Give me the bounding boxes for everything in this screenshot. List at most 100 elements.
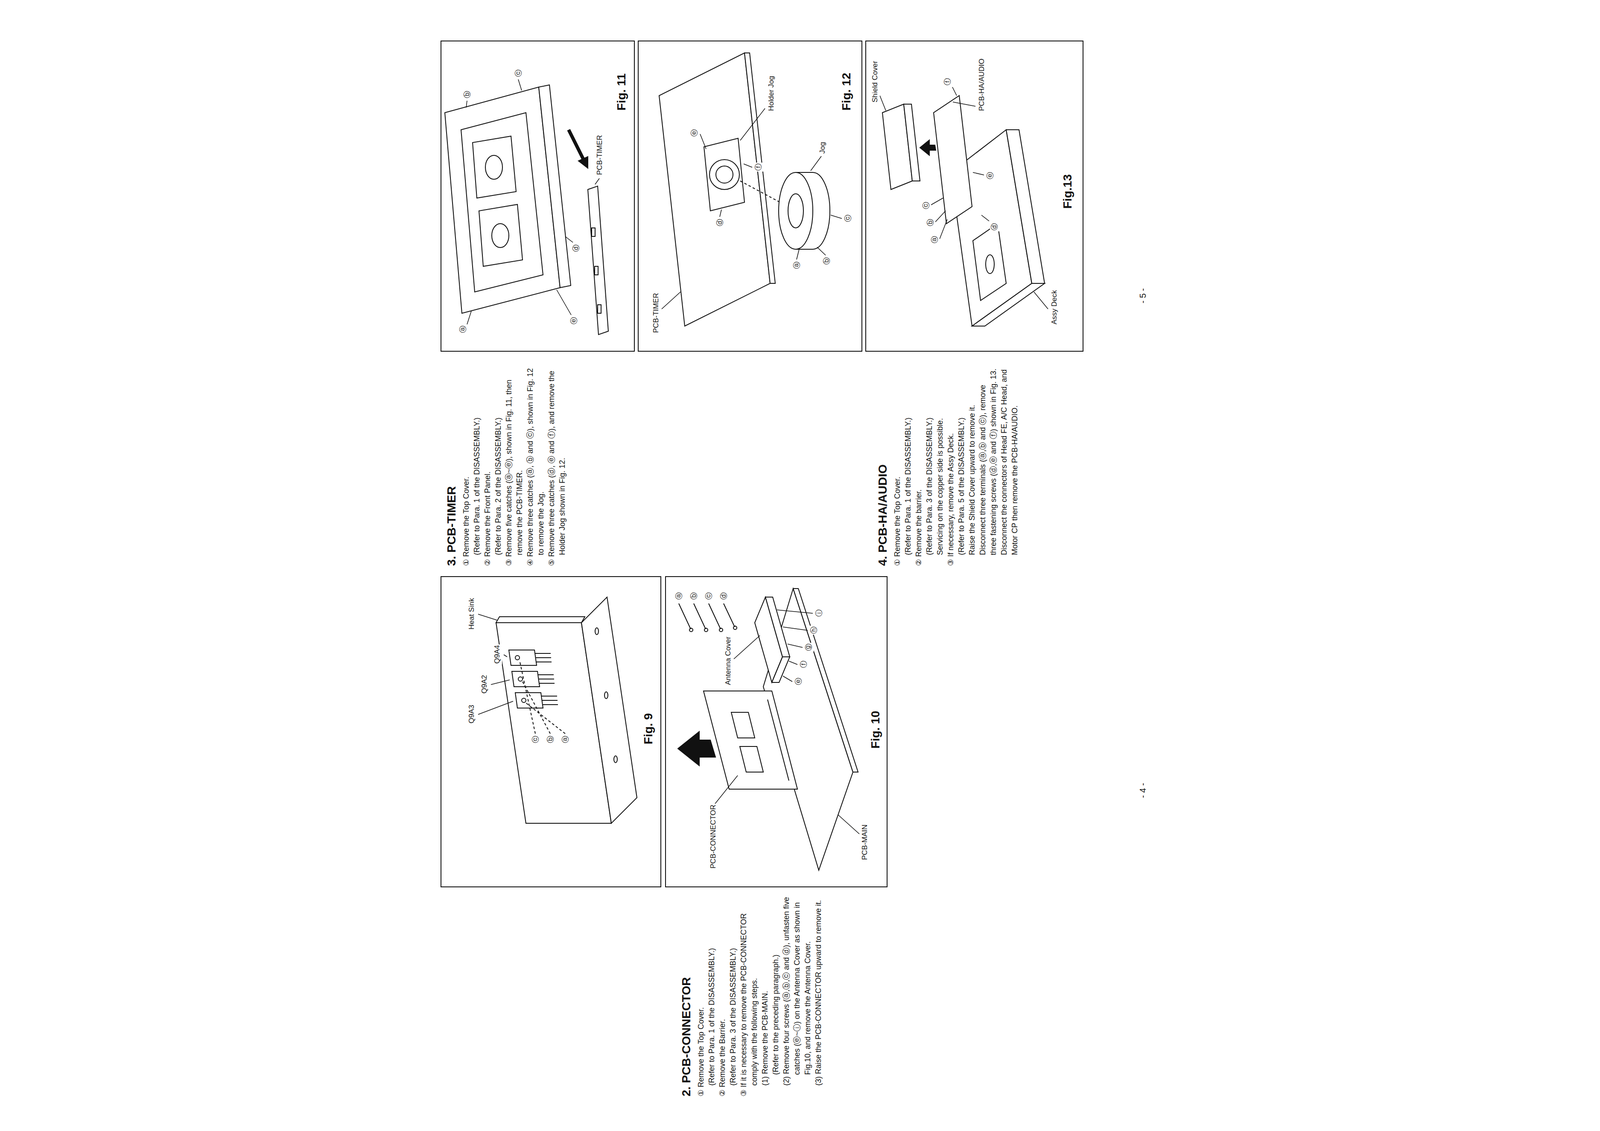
step-text: (Refer to Para. 3 of the DISASSEMBLY.) — [727, 891, 739, 1097]
line-art — [703, 691, 798, 790]
line-art — [733, 626, 737, 630]
callout-letter: ⓒ — [513, 68, 524, 78]
line-art — [604, 691, 608, 699]
callout-letter: ⓕ — [753, 162, 764, 172]
line-art — [708, 603, 721, 630]
callout-letter: ⓕ — [943, 77, 953, 87]
part-label: Antenna Cover — [723, 636, 733, 687]
line-art — [485, 155, 503, 180]
callout-letter: ⓕ — [799, 659, 809, 669]
figure-frame: Fig. 11ⓐⓑⓒⓓⓔPCB-TIMER — [440, 40, 635, 352]
step-text: ① Remove the Top Cover. — [695, 891, 707, 1097]
line-art — [765, 597, 790, 657]
line-art — [1006, 129, 1045, 284]
callout-letter: ⓗ — [809, 625, 819, 635]
line-art — [677, 731, 716, 766]
line-art — [743, 163, 753, 168]
part-label: Heat Sink — [467, 597, 477, 631]
step-text: ③ If it is necessary to remove the PCB-C… — [738, 891, 760, 1097]
callout-letter: ⓑ — [545, 735, 556, 745]
line-art — [796, 249, 800, 260]
line-art — [981, 215, 990, 222]
line-art — [778, 172, 813, 250]
callout-letter: ⓑ — [689, 591, 699, 601]
part-label: Q9A2 — [479, 674, 490, 695]
line-art — [594, 266, 599, 275]
line-art — [478, 701, 514, 715]
line-art — [496, 616, 585, 623]
figure-frame: Fig. 9Q9A3Q9A2Q9A4Heat Sinkⓐⓑⓒ — [440, 576, 662, 888]
line-art — [538, 84, 571, 288]
part-label: Assy Deck — [1049, 289, 1060, 326]
line-art — [461, 112, 544, 292]
line-art — [519, 660, 536, 734]
line-art — [810, 156, 822, 171]
callout-letter: ⓑ — [925, 218, 936, 228]
line-art — [723, 603, 735, 628]
line-art — [703, 138, 745, 211]
callout-letter: ⓒ — [704, 591, 714, 601]
step-text: ③ Remove five catches (ⓐ~ⓔ), shown in Fi… — [503, 365, 526, 567]
callout-letter: ⓓ — [715, 218, 725, 228]
timer-figure — [444, 79, 609, 335]
line-art — [542, 700, 558, 701]
line-art — [521, 698, 526, 703]
line-art — [767, 699, 789, 781]
callout-letter: ⓐ — [792, 260, 802, 270]
step-text: (1) Remove the PCB-MAIN. — [759, 891, 771, 1097]
step-text: ① Remove the Top Cover. — [461, 365, 472, 567]
line-art — [715, 166, 733, 184]
line-art — [719, 209, 722, 217]
line-art — [693, 603, 706, 630]
line-art — [931, 198, 944, 205]
step-text: ④ Remove three catches (ⓐ, ⓑ and ⓒ), sho… — [525, 365, 547, 567]
line-art — [597, 304, 602, 314]
step-text: ① Remove the Top Cover. — [892, 365, 903, 567]
line-art — [788, 661, 798, 665]
text-column: 3. PCB-TIMER① Remove the Top Cover.(Refe… — [443, 365, 568, 567]
step-text: (Refer to Para. 3 of the DISASSEMBLY.) — [924, 365, 935, 567]
line-art — [793, 588, 859, 773]
section-heading: 2. PCB-CONNECTOR — [678, 891, 695, 1097]
callout-letter: ⓐ — [560, 735, 571, 745]
section-heading: 4. PCB-HA/AUDIO — [875, 365, 891, 567]
part-label: PCB-HA/AUDIO — [977, 57, 987, 112]
line-art — [830, 215, 842, 219]
page-number: - 5 - — [1137, 288, 1148, 304]
step-text: (2) Remove four screws (ⓐ,ⓑ,ⓒ and ⓓ), un… — [781, 891, 814, 1097]
part-label: PCB-TIMER — [651, 292, 661, 335]
part-label: Jog — [817, 141, 828, 155]
line-art — [776, 610, 813, 614]
callout-letter: ⓑ — [822, 256, 832, 266]
heat-sink-figure — [478, 597, 637, 824]
line-art — [782, 627, 808, 631]
callout-letter: ⓖ — [804, 642, 814, 652]
line-art — [700, 134, 707, 149]
part-label: Q9A4 — [492, 644, 503, 665]
line-art — [939, 219, 948, 240]
step-text: ③ If necessary, remove the Assy Deck. — [945, 365, 957, 567]
line-art — [935, 210, 946, 222]
line-art — [972, 223, 1007, 301]
figure-frame: Fig. 10PCB-CONNECTORPCB-MAINAntenna Cove… — [665, 576, 888, 888]
line-art — [556, 289, 572, 316]
line-art — [678, 603, 691, 630]
callout-letter: ⓒ — [921, 201, 932, 211]
callout-letter: ⓓ — [989, 222, 1000, 232]
line-art — [972, 172, 984, 176]
figure-caption: Fig. 11 — [614, 72, 629, 112]
step-text: (Refer to Para. 5 of the DISASSEMBLY.) — [956, 365, 967, 567]
line-art — [466, 100, 468, 108]
callout-letter: ⓒ — [843, 213, 853, 223]
step-text: ② Remove the Front Panel. — [482, 365, 494, 567]
part-label: Q9A3 — [467, 704, 477, 725]
line-art — [817, 247, 826, 256]
page-number: - 4 - — [1137, 782, 1148, 799]
line-art — [508, 650, 537, 666]
callout-letter: ⓒ — [531, 735, 541, 745]
line-art — [467, 311, 472, 325]
jog-figure — [659, 52, 842, 327]
callout-letter: ⓑ — [462, 90, 473, 100]
line-art — [503, 654, 508, 657]
callout-letter: ⓐ — [930, 235, 940, 245]
